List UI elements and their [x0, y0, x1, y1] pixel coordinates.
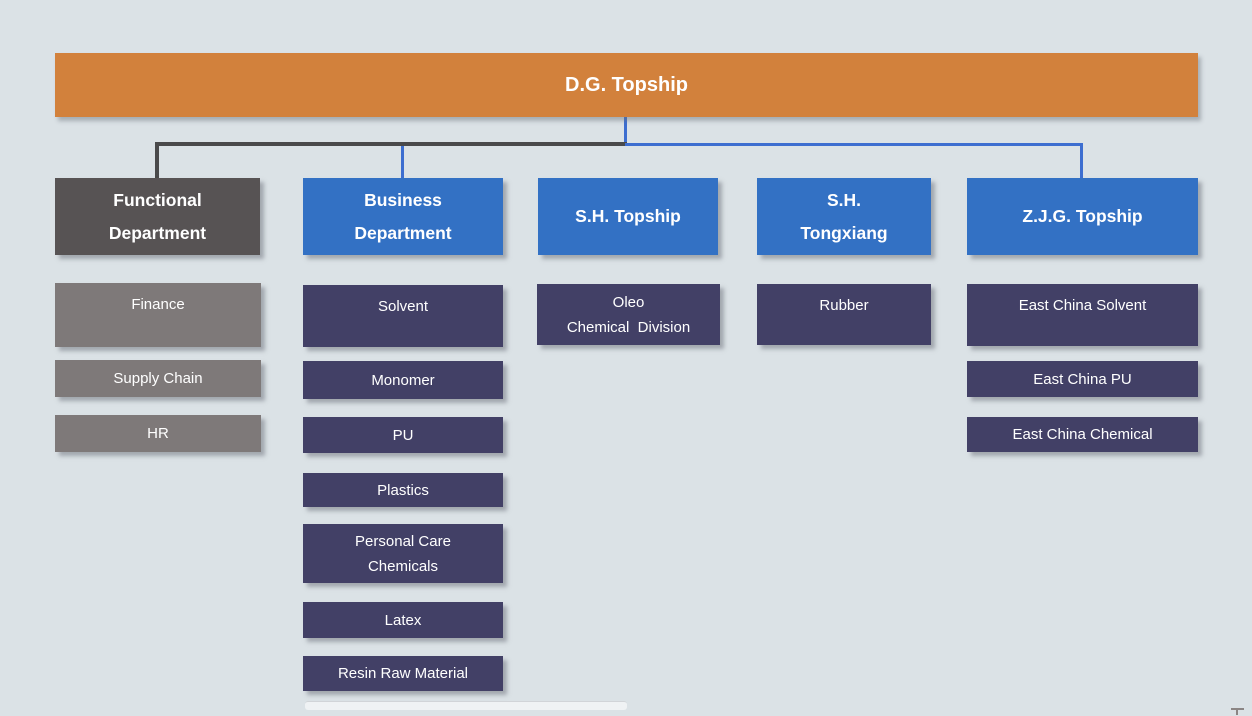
connector-gray-horizontal	[155, 142, 627, 146]
node-monomer: Monomer	[303, 361, 503, 399]
node-functional-department: Functional Department	[55, 178, 260, 255]
scrollbar-fragment	[305, 701, 627, 710]
node-sh-topship: S.H. Topship	[538, 178, 718, 255]
node-finance: Finance	[55, 283, 261, 347]
corner-t-mark-icon	[1231, 708, 1244, 710]
connector-blue-horizontal	[625, 143, 1083, 146]
node-east-china-solvent: East China Solvent	[967, 284, 1198, 346]
connector-root-stub	[624, 117, 627, 144]
node-business-department: Business Department	[303, 178, 503, 255]
node-sh-tongxiang: S.H. Tongxiang	[757, 178, 931, 255]
node-rubber: Rubber	[757, 284, 931, 345]
node-latex: Latex	[303, 602, 503, 638]
node-supply-chain: Supply Chain	[55, 360, 261, 397]
node-east-china-pu: East China PU	[967, 361, 1198, 397]
node-solvent: Solvent	[303, 285, 503, 347]
node-resin-raw-material: Resin Raw Material	[303, 656, 503, 691]
connector-blue-drop-business	[401, 146, 404, 179]
node-hr: HR	[55, 415, 261, 452]
connector-gray-drop-functional	[155, 144, 159, 179]
connector-blue-drop-zjg	[1080, 143, 1083, 179]
corner-t-mark-icon	[1236, 710, 1238, 715]
node-plastics: Plastics	[303, 473, 503, 507]
node-east-china-chemical: East China Chemical	[967, 417, 1198, 452]
node-personal-care-chemicals: Personal Care Chemicals	[303, 524, 503, 583]
node-dg-topship: D.G. Topship	[55, 53, 1198, 117]
node-pu: PU	[303, 417, 503, 453]
node-zjg-topship: Z.J.G. Topship	[967, 178, 1198, 255]
node-oleo-chemical-division: Oleo Chemical Division	[537, 284, 720, 345]
